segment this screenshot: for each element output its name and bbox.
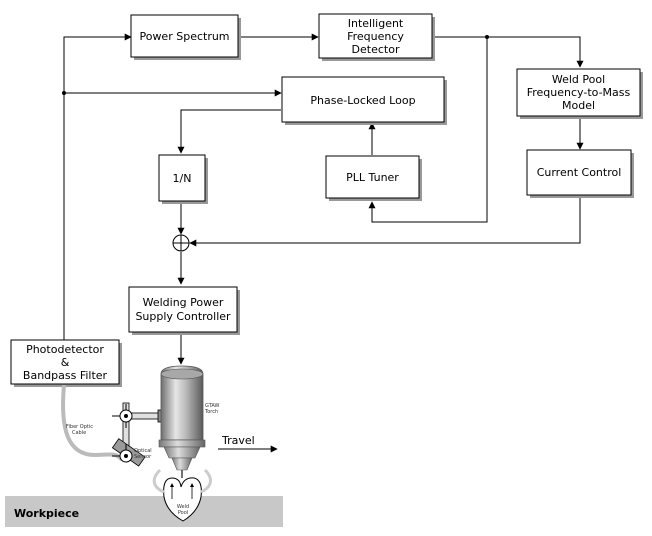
detector-to-pll-tuner-line (368, 37, 488, 223)
fiber-label-line-1: Fiber Optic (66, 424, 93, 430)
arc-glow-left (152, 468, 165, 494)
photodetector-to-power-spectrum-line (63, 33, 132, 340)
photodetector-label-line-3: Bandpass Filter (23, 369, 108, 382)
model-label-line-3: Model (562, 99, 595, 112)
travel-indicator: Travel (218, 434, 278, 453)
model-label-line-2: Frequency-to-Mass (527, 86, 631, 99)
pll-tuner-block: PLL Tuner (325, 155, 422, 201)
power-supply-label-line-1: Welding Power (143, 296, 224, 309)
torch-label-line-1: GTAW (205, 403, 220, 409)
power-supply-block: Welding Power Supply Controller (128, 286, 240, 335)
gtaw-torch (158, 365, 206, 478)
power-spectrum-label: Power Spectrum (139, 30, 229, 43)
weld-pool-model-block: Weld Pool Frequency-to-Mass Model (516, 68, 643, 119)
weld-pool: Weld Pool (163, 477, 202, 522)
power-spectrum-block: Power Spectrum (130, 14, 241, 60)
detector-label-line-1: Intelligent (348, 17, 404, 30)
pll-label: Phase-Locked Loop (310, 94, 415, 107)
torch-label-line-2: Torch (204, 409, 218, 415)
current-control-label: Current Control (537, 166, 622, 179)
current-control-block: Current Control (526, 149, 634, 198)
divider-label: 1/N (173, 172, 192, 185)
detector-to-model-line (432, 36, 584, 68)
frequency-detector-block: Intelligent Frequency Detector (318, 13, 435, 61)
sensor-label-line-2: Sensor (134, 454, 152, 460)
pll-block: Phase-Locked Loop (281, 76, 447, 125)
divider-block: 1/N (158, 154, 208, 204)
pll-tuner-label: PLL Tuner (346, 171, 399, 184)
photodetector-label-line-2: & (61, 356, 70, 369)
travel-label: Travel (221, 434, 255, 447)
sensor-label-line-1: Optical (134, 448, 152, 454)
workpiece: Workpiece (5, 496, 283, 527)
optical-sensor-mount (111, 402, 165, 467)
model-label-line-1: Weld Pool (552, 73, 605, 86)
connections (62, 33, 584, 365)
power-supply-label-line-2: Supply Controller (135, 310, 231, 323)
detector-label-line-3: Detector (352, 43, 400, 56)
fiber-label-line-2: Cable (72, 430, 86, 436)
arc-glow-right (200, 468, 212, 494)
weld-pool-label-line-2: Pool (178, 510, 188, 516)
summing-junction (172, 234, 190, 252)
workpiece-label: Workpiece (14, 507, 79, 520)
current-control-to-sum-line (189, 196, 581, 247)
weld-pool-label-line-1: Weld (177, 504, 189, 510)
photodetector-label-line-1: Photodetector (26, 343, 104, 356)
fiber-optic-cable (61, 384, 124, 462)
junction-dot (62, 91, 66, 95)
detector-label-line-2: Frequency (347, 30, 404, 43)
pll-to-divider-line (177, 109, 281, 154)
photodetector-block: Photodetector & Bandpass Filter (10, 339, 122, 387)
